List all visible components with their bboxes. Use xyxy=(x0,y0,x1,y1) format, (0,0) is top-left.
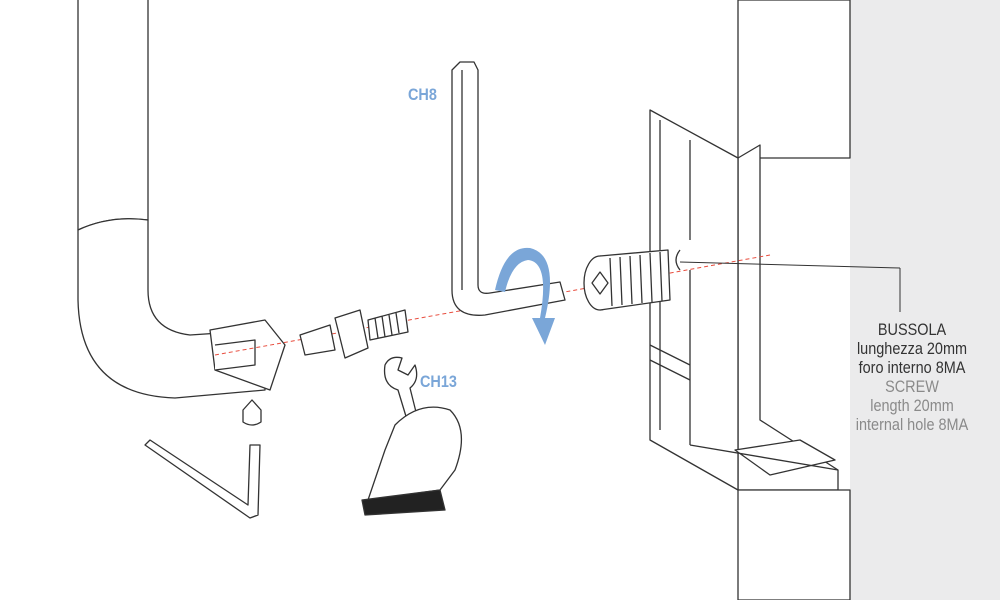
callout-it-title: BUSSOLA xyxy=(877,320,947,339)
callout-en-hole: internal hole 8MA xyxy=(855,415,969,434)
handle xyxy=(77,0,286,399)
ch13-label: CH13 xyxy=(420,372,457,391)
callout-it-length: lunghezza 20mm xyxy=(856,339,968,358)
hand xyxy=(361,406,463,516)
threaded-pin xyxy=(299,309,409,359)
callout-it-hole: foro interno 8MA xyxy=(858,358,966,377)
ch8-label: CH8 xyxy=(408,85,437,104)
callout-en-length: length 20mm xyxy=(870,396,954,415)
bushing xyxy=(583,249,901,312)
bushing-callout: BUSSOLA lunghezza 20mm foro interno 8MA … xyxy=(827,320,997,434)
callout-en-title: SCREW xyxy=(885,377,939,396)
allen-key-ch8 xyxy=(451,61,566,316)
small-allen-key xyxy=(144,439,261,519)
wall xyxy=(850,0,1000,600)
wrench-ch13 xyxy=(383,356,419,424)
grub-cap xyxy=(242,399,262,426)
door-frame xyxy=(649,0,851,600)
rotation-arrow-icon xyxy=(495,247,555,345)
